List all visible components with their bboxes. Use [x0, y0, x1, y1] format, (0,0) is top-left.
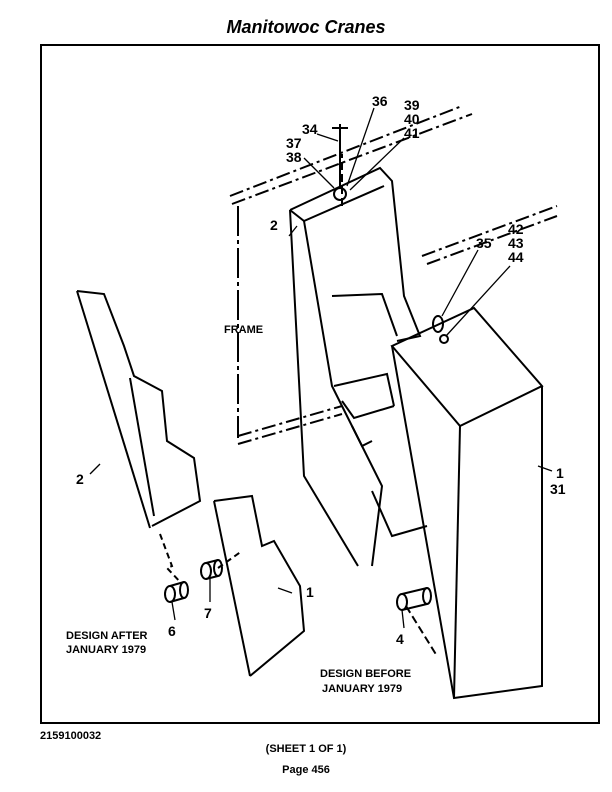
sheet-label: (SHEET 1 OF 1) [265, 743, 347, 755]
leader-lines [89, 107, 553, 629]
hardware-top [332, 124, 348, 201]
callout-43: 43 [508, 235, 524, 251]
callout-31: 31 [550, 481, 566, 497]
box-part-1 [390, 306, 544, 700]
callout-39: 39 [404, 97, 420, 113]
callout-6: 6 [168, 623, 176, 639]
parts-diagram: FRAME DESIGN AFTER JANUARY 1979 DESIGN B… [66, 93, 566, 700]
callout-4: 4 [396, 631, 404, 647]
callout-1-small: 1 [306, 584, 314, 600]
page-number: Page 456 [282, 764, 330, 776]
frame-rail [229, 105, 558, 445]
callout-42: 42 [508, 221, 524, 237]
callout-38: 38 [286, 149, 302, 165]
callout-36: 36 [372, 93, 388, 109]
callout-40: 40 [404, 111, 420, 127]
callout-2-left: 2 [76, 471, 84, 487]
callout-35: 35 [476, 235, 492, 251]
diagram-frame: FRAME DESIGN AFTER JANUARY 1979 DESIGN B… [40, 44, 600, 724]
callout-7: 7 [204, 605, 212, 621]
frame-label: FRAME [224, 324, 263, 336]
bushing-part-7 [200, 559, 223, 580]
bracket-before [289, 166, 428, 567]
pin-part-6 [164, 581, 189, 603]
design-before-date: JANUARY 1979 [322, 683, 402, 695]
bracket-after-rear [76, 290, 202, 529]
bracket-after-front [213, 494, 306, 677]
pin-part-4 [396, 587, 432, 611]
callout-37: 37 [286, 135, 302, 151]
hardware-right [432, 315, 449, 344]
callout-2-top: 2 [270, 217, 278, 233]
design-after-label: DESIGN AFTER [66, 630, 148, 642]
design-after-date: JANUARY 1979 [66, 644, 146, 656]
callout-41: 41 [404, 125, 420, 141]
callout-34: 34 [302, 121, 318, 137]
callout-1-large: 1 [556, 465, 564, 481]
page-title: Manitowoc Cranes [226, 17, 386, 37]
callout-44: 44 [508, 249, 524, 265]
design-before-label: DESIGN BEFORE [320, 668, 411, 680]
drawing-number: 2159100032 [40, 730, 102, 742]
